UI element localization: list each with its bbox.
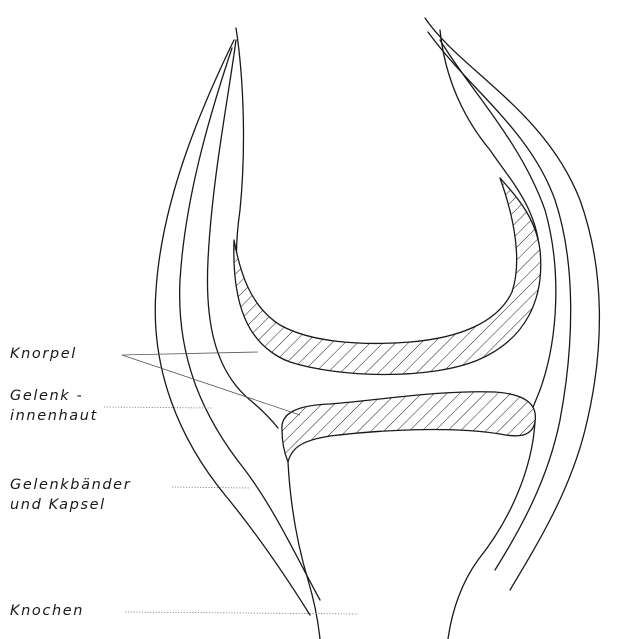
capsule-right-inner xyxy=(428,32,571,570)
leader-gelenkbaender xyxy=(172,487,250,488)
label-knorpel: Knorpel xyxy=(10,346,77,363)
lower-bone-outline xyxy=(288,462,320,639)
lower-cartilage xyxy=(282,392,536,462)
leader-knorpel-upper xyxy=(122,352,258,355)
leader-knochen xyxy=(125,612,358,614)
leader-knorpel-lower xyxy=(122,355,300,415)
upper-cartilage xyxy=(234,178,541,375)
label-gelenkinnenhaut-line1: Gelenk - xyxy=(10,388,83,405)
label-gelenkbaender-line1: Gelenkbänder xyxy=(10,477,131,494)
capsule-left-outer xyxy=(155,40,310,615)
label-gelenkbaender-line2: und Kapsel xyxy=(10,497,106,514)
label-knochen: Knochen xyxy=(10,603,84,620)
label-gelenkinnenhaut-line2: innenhaut xyxy=(10,408,98,425)
leader-lines xyxy=(104,352,358,614)
leader-gelenkinnenhaut xyxy=(104,407,212,408)
lower-bone-outline-right xyxy=(448,422,535,639)
